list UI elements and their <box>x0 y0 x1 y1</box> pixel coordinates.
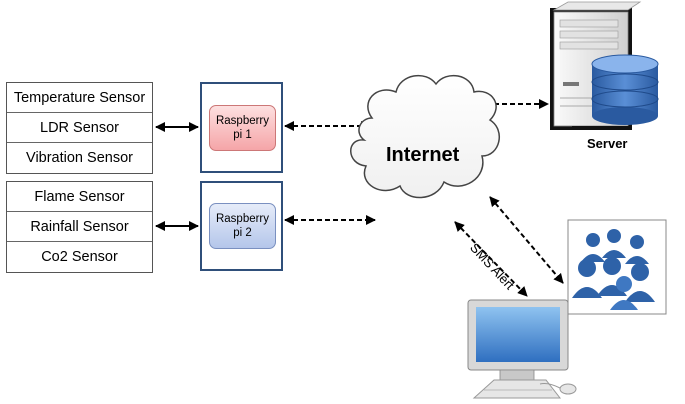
temperature-sensor-label: Temperature Sensor <box>7 83 152 113</box>
users-group-icon <box>567 219 667 315</box>
ldr-sensor-label: LDR Sensor <box>7 113 152 143</box>
rpi1-frame: Raspberry pi 1 <box>200 82 283 173</box>
rainfall-sensor-label: Rainfall Sensor <box>7 212 152 242</box>
server-label: Server <box>587 136 628 151</box>
rpi1-node: Raspberry pi 1 <box>209 105 276 151</box>
database-icon <box>591 54 659 125</box>
rpi2-frame: Raspberry pi 2 <box>200 181 283 271</box>
flame-sensor-label: Flame Sensor <box>7 182 152 212</box>
arrow-internet-computer <box>454 221 528 297</box>
co2-sensor-label: Co2 Sensor <box>41 249 118 265</box>
rpi1-label-line2: pi 1 <box>233 129 252 141</box>
vibration-sensor-label: Vibration Sensor <box>26 150 133 166</box>
sensor-group-1: Temperature Sensor LDR Sensor Vibration … <box>6 82 153 174</box>
cloud-icon <box>350 74 500 199</box>
rpi2-label-line2: pi 2 <box>233 227 252 239</box>
sensor-group-2: Flame Sensor Rainfall Sensor Co2 Sensor <box>6 181 153 273</box>
rpi1-label-line1: Raspberry <box>215 115 270 127</box>
rpi2-label-line1: Raspberry <box>215 213 270 225</box>
internet-label: Internet <box>386 144 460 166</box>
rpi2-node: Raspberry pi 2 <box>209 203 276 249</box>
desktop-computer-icon <box>467 299 577 399</box>
